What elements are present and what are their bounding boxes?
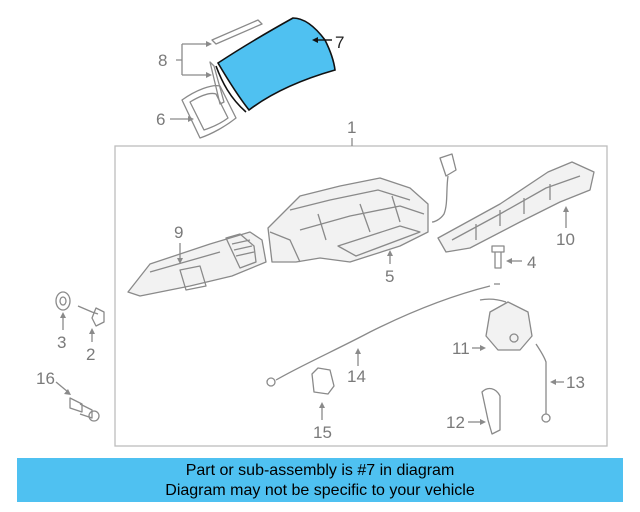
callout-label-12: 12 xyxy=(446,413,465,432)
part-8-strip[interactable] xyxy=(209,19,263,105)
callout-12: 12 xyxy=(446,413,486,432)
part-3[interactable] xyxy=(55,291,71,311)
callout-6: 6 xyxy=(156,110,194,129)
part-6[interactable] xyxy=(181,84,237,139)
callout-11: 11 xyxy=(452,339,486,358)
callout-label-4: 4 xyxy=(527,253,536,272)
callout-label-15: 15 xyxy=(313,423,332,442)
callout-15: 15 xyxy=(313,402,332,442)
callout-8: 8 xyxy=(158,41,212,78)
part-10[interactable] xyxy=(437,161,595,253)
callout-14: 14 xyxy=(347,348,366,386)
banner-line-1: Part or sub-assembly is #7 in diagram xyxy=(185,462,455,479)
part-15[interactable] xyxy=(311,367,335,395)
part-5[interactable] xyxy=(267,177,429,263)
callout-label-1: 1 xyxy=(347,118,356,137)
part-4[interactable] xyxy=(491,245,505,269)
info-banner: Part or sub-assembly is #7 in diagram Di… xyxy=(17,458,623,502)
callout-label-10: 10 xyxy=(556,230,575,249)
part-14[interactable] xyxy=(266,283,500,387)
callout-label-2: 2 xyxy=(86,345,95,364)
callout-label-16: 16 xyxy=(36,369,55,388)
part-13[interactable] xyxy=(535,343,551,423)
part-2[interactable] xyxy=(77,305,105,327)
callout-label-5: 5 xyxy=(385,267,394,286)
callout-label-9: 9 xyxy=(174,223,183,242)
callout-1: 1 xyxy=(347,118,356,146)
callout-label-8: 8 xyxy=(158,51,167,70)
callout-label-3: 3 xyxy=(57,333,66,352)
callout-label-13: 13 xyxy=(566,373,585,392)
callout-13: 13 xyxy=(550,373,585,392)
callout-label-6: 6 xyxy=(156,110,165,129)
banner-line-2: Diagram may not be specific to your vehi… xyxy=(165,482,475,499)
callout-4: 4 xyxy=(506,253,536,272)
part-11[interactable] xyxy=(479,298,533,351)
part-16[interactable] xyxy=(69,397,100,422)
part-12[interactable] xyxy=(481,387,501,435)
callout-label-11: 11 xyxy=(452,339,470,358)
sensor-connector[interactable] xyxy=(431,153,457,223)
callout-16: 16 xyxy=(36,369,71,395)
part-7-highlighted[interactable] xyxy=(215,17,336,113)
part-9[interactable] xyxy=(127,231,267,297)
callout-2: 2 xyxy=(86,328,95,364)
assembly-frame xyxy=(114,145,608,447)
callout-label-14: 14 xyxy=(347,367,366,386)
callout-3: 3 xyxy=(57,312,66,352)
callout-9: 9 xyxy=(174,223,183,264)
callout-label-7: 7 xyxy=(335,33,344,52)
callout-5: 5 xyxy=(385,250,394,286)
callout-7: 7 xyxy=(312,33,344,52)
callout-10: 10 xyxy=(556,206,575,249)
